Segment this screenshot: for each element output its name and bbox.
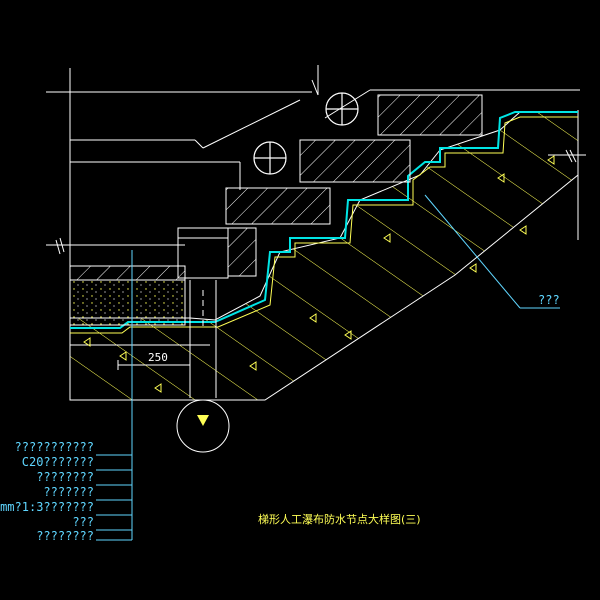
pipe-sections [253, 92, 359, 175]
layer-note-2: C20??????? [22, 455, 94, 469]
layer-note-3: ???????? [36, 470, 94, 484]
note-leaders [96, 250, 133, 541]
aggregate-marks [83, 155, 555, 393]
layer-note-1: ??????????? [15, 440, 94, 454]
dimension-250 [117, 360, 191, 370]
waterproof-membrane [70, 111, 578, 334]
drawing-title: 梯形人工瀑布防水节点大样图(三) [258, 512, 421, 526]
dimension-label: 250 [148, 351, 168, 364]
layer-note-5: 20mm?1:3??????? [0, 500, 94, 514]
layer-note-6: ??? [72, 515, 94, 529]
stone-blocks [225, 94, 483, 277]
callout-leader [424, 194, 560, 309]
drain-pipe [176, 227, 230, 453]
callout-label: ??? [538, 293, 560, 307]
layer-note-4: ??????? [43, 485, 94, 499]
layer-notes: ??????????? C20??????? ???????? ??????? … [0, 440, 94, 543]
mortar-layers [69, 265, 186, 326]
layer-note-7: ???????? [36, 529, 94, 543]
